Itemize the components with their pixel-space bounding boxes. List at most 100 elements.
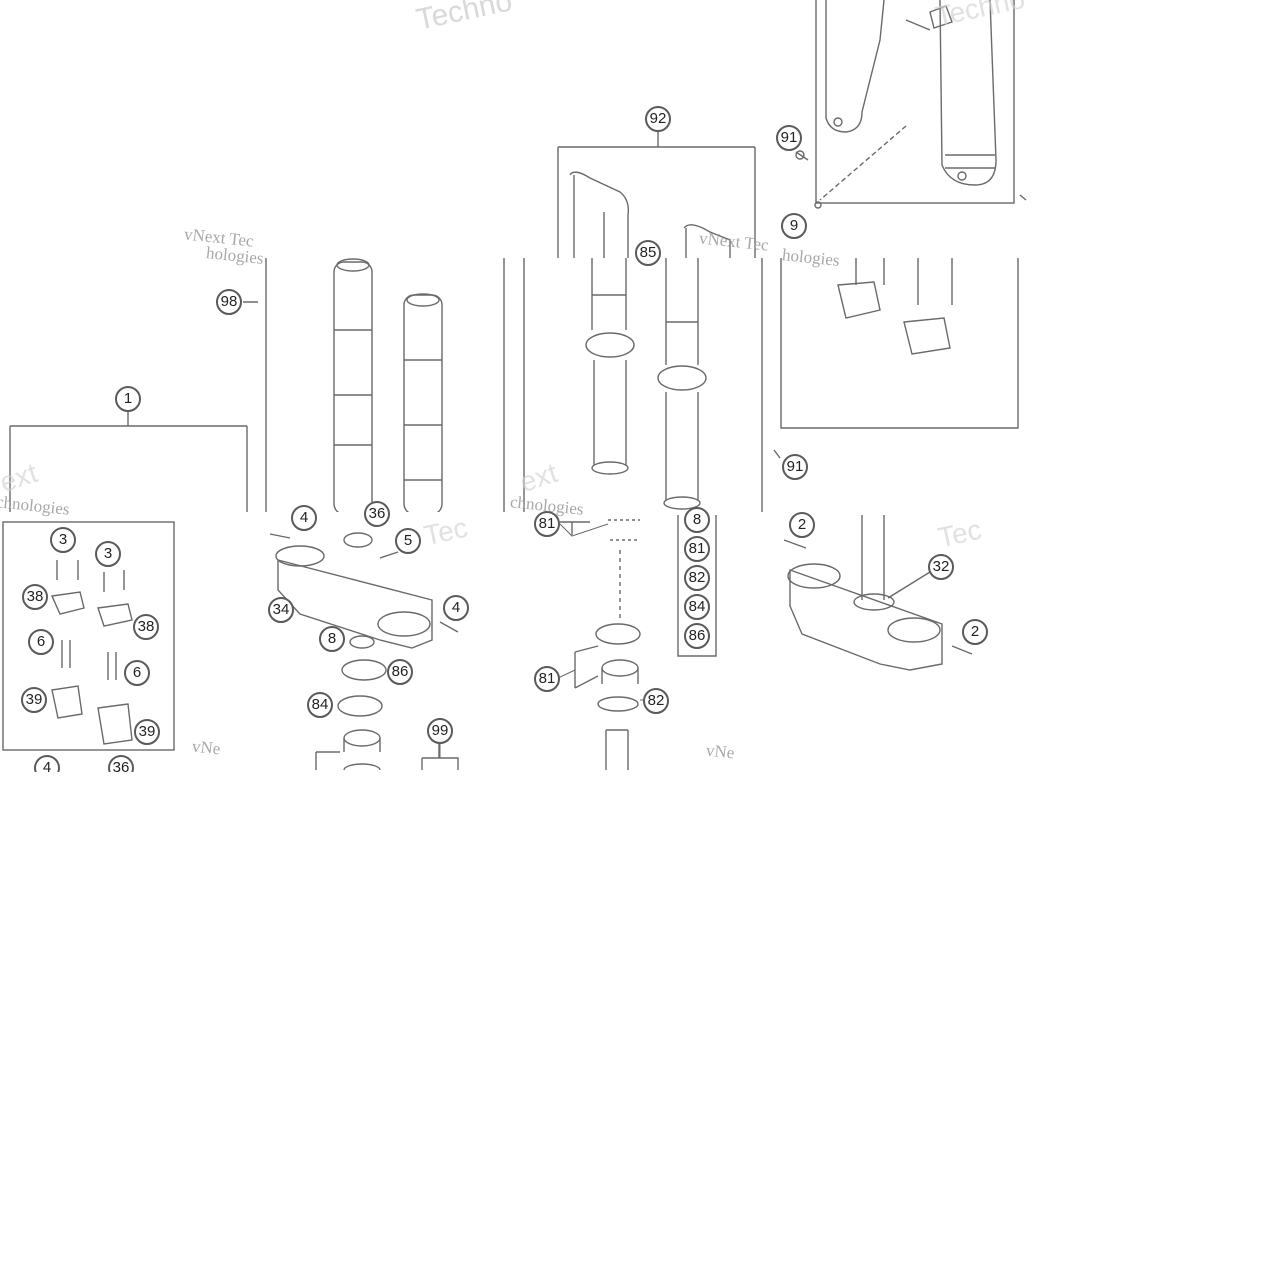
fork-bleed-screw	[929, 5, 953, 29]
callout-81: 81	[684, 536, 710, 562]
bearing-upper	[601, 659, 639, 677]
fork-protector-right	[683, 224, 731, 258]
callout-4: 4	[443, 595, 469, 621]
bracket-1	[9, 412, 248, 514]
callout-8: 8	[319, 626, 345, 652]
upper-triple-clamp	[277, 559, 433, 649]
callout-2: 2	[962, 619, 988, 645]
fork-leg-outer-right	[939, 0, 997, 186]
clamp-bore-left	[275, 545, 325, 567]
tube-right-stub	[917, 258, 953, 305]
fork-clamps-group	[773, 258, 1019, 459]
upper-triple-clamp-group	[269, 532, 459, 780]
bearing-body	[601, 668, 639, 684]
leader-lines	[439, 523, 646, 758]
screw-91-small	[773, 449, 781, 459]
callout-81: 81	[534, 666, 560, 692]
screw-9-head	[814, 201, 822, 209]
handlebar-clamp-group	[2, 412, 248, 751]
inner-tube-left	[591, 258, 627, 465]
inner-tubes-group	[503, 258, 763, 514]
fork-protector-left	[569, 171, 630, 258]
lower-triple-clamp	[789, 569, 943, 671]
blank-area-right	[1028, 0, 1285, 770]
bearing-race-upper	[595, 623, 641, 645]
kit-list-frame	[677, 514, 717, 657]
leader-81b	[557, 669, 576, 679]
bracket-81-lower	[574, 645, 599, 689]
inner-tube-right	[665, 258, 699, 500]
bolts-2	[783, 539, 973, 655]
callout-98: 98	[216, 289, 242, 315]
callout-3: 3	[95, 541, 121, 567]
callout-86: 86	[684, 623, 710, 649]
callout-2: 2	[789, 512, 815, 538]
lower-triple-clamp-group	[783, 514, 973, 671]
bracket-81-top	[560, 521, 590, 535]
callout-5: 5	[395, 528, 421, 554]
bracket-92	[557, 132, 756, 258]
lower-clamp-bore-left	[787, 563, 841, 589]
clamp-top-right	[97, 603, 133, 627]
callout-39: 39	[134, 719, 160, 745]
fork-tubes-group	[243, 258, 443, 515]
parts-frame	[815, 0, 1015, 204]
gutter	[0, 512, 1285, 515]
steering-stem	[605, 729, 629, 770]
callout-38: 38	[133, 614, 159, 640]
clamp-base-right	[97, 703, 133, 745]
tube-left-stub	[855, 258, 885, 285]
callout-9: 9	[781, 213, 807, 239]
callout-85: 85	[635, 240, 661, 266]
callout-36: 36	[364, 501, 390, 527]
fork-axle-hole-right	[957, 171, 967, 181]
small-screw-91	[795, 151, 809, 161]
callout-91: 91	[776, 125, 802, 151]
callout-92: 92	[645, 106, 671, 132]
callout-82: 82	[643, 688, 669, 714]
callout-34: 34	[268, 597, 294, 623]
tube-marks	[592, 294, 698, 323]
watermark-text: vNe	[191, 736, 222, 759]
bolts-4-5	[269, 533, 459, 633]
fork-axle-hole-left	[833, 117, 843, 127]
seal-left	[585, 332, 635, 358]
fork-tube-right-bands	[404, 359, 442, 481]
callout-81: 81	[534, 511, 560, 537]
callout-4: 4	[291, 505, 317, 531]
axle-clamp-left	[837, 281, 881, 319]
leader-dashed	[819, 125, 907, 201]
stem-collar	[853, 593, 895, 611]
parts-frame	[2, 521, 175, 751]
bearing-body	[343, 738, 381, 752]
tile-edges	[503, 258, 763, 514]
leader-32	[887, 571, 931, 599]
blank-area-right-lower	[995, 514, 1035, 770]
callout-91: 91	[782, 454, 808, 480]
callout-84: 84	[307, 692, 333, 718]
fork-leg-outer-left	[825, 0, 885, 133]
small-pin	[1019, 194, 1027, 201]
callout-8: 8	[684, 507, 710, 533]
screws-3	[56, 560, 125, 592]
ring-left	[591, 461, 629, 475]
o-ring-8	[349, 635, 375, 649]
bracket-98	[243, 258, 267, 514]
callout-6: 6	[124, 660, 150, 686]
fork-cap-left	[336, 258, 370, 272]
bolts-6	[61, 640, 117, 680]
bearing-lower-race	[597, 696, 639, 712]
callout-3: 3	[50, 527, 76, 553]
callout-99: 99	[427, 718, 453, 744]
dust-seal-86	[341, 659, 387, 681]
fork-leg-band	[945, 154, 995, 169]
gutter	[0, 255, 265, 258]
fork-lower-legs-group	[795, 0, 1027, 209]
callout-38: 38	[22, 584, 48, 610]
watermark-text: vNe	[705, 740, 736, 763]
bearing-top	[343, 729, 381, 747]
fork-cap-right	[406, 293, 440, 307]
cap-36	[343, 532, 373, 548]
clamp-bore-right	[377, 611, 431, 637]
seal-84	[337, 695, 383, 717]
